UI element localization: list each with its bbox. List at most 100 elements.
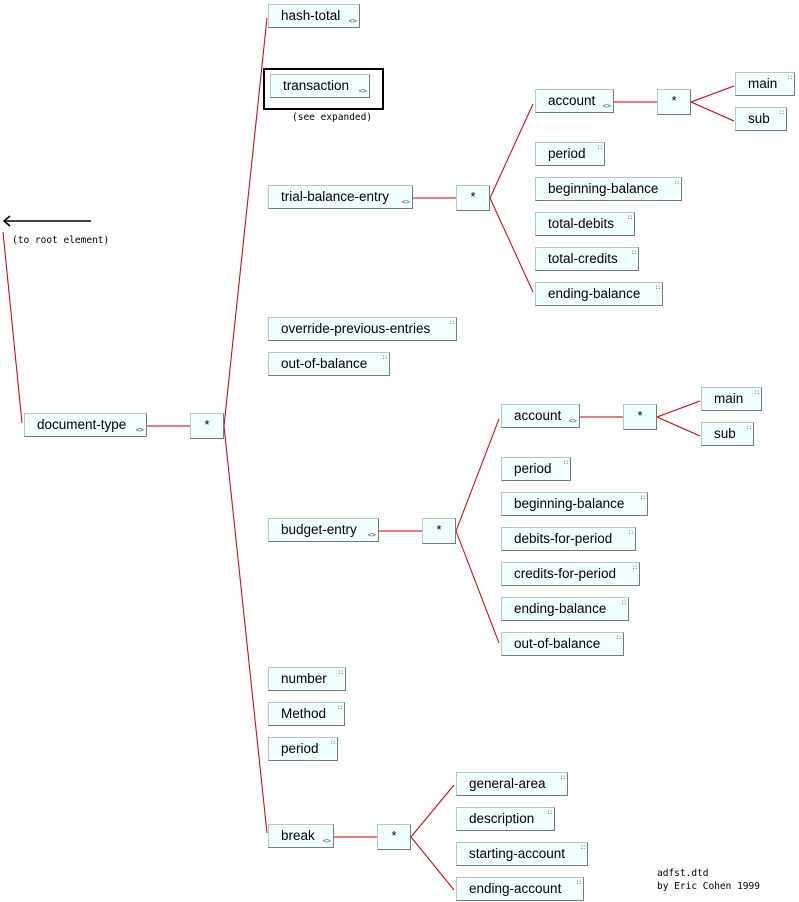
expand-arrows-icon: <> (322, 837, 331, 845)
node-tb-period[interactable]: period :: (535, 142, 605, 166)
node-bu-sub[interactable]: sub :: (701, 422, 754, 446)
node-label: transaction (283, 78, 350, 93)
node-label: out-of-balance (514, 636, 601, 651)
node-bu-credits-for-period[interactable]: credits-for-period :: (501, 562, 640, 586)
expand-arrows-icon: <> (401, 198, 410, 206)
text-grid-icon: :: (546, 809, 553, 816)
choice-star-trial-balance: * (456, 185, 490, 211)
node-tb-beginning-balance[interactable]: beginning-balance :: (535, 177, 682, 201)
expand-arrows-icon: <> (568, 417, 577, 425)
node-hash-total[interactable]: hash-total <> (268, 4, 360, 28)
node-bu-out-of-balance[interactable]: out-of-balance :: (501, 632, 624, 656)
node-label: out-of-balance (281, 356, 368, 371)
node-label: starting-account (469, 846, 566, 861)
text-grid-icon: :: (631, 564, 638, 571)
node-label: description (469, 811, 535, 826)
node-br-general-area[interactable]: general-area :: (456, 772, 568, 796)
choice-star-main: * (190, 413, 224, 439)
text-grid-icon: :: (615, 634, 622, 641)
node-label: Method (281, 706, 327, 721)
node-label: period (548, 146, 586, 161)
node-label: ending-balance (548, 286, 641, 301)
credit-author: by Eric Cohen 1999 (657, 881, 760, 892)
text-grid-icon: :: (329, 739, 336, 746)
node-break[interactable]: break <> (268, 824, 334, 848)
node-trial-balance-entry[interactable]: trial-balance-entry <> (268, 185, 413, 209)
node-out-of-balance[interactable]: out-of-balance :: (268, 352, 390, 376)
node-label: hash-total (281, 8, 341, 23)
node-budget-entry[interactable]: budget-entry <> (268, 518, 379, 542)
text-grid-icon: :: (673, 179, 680, 186)
node-bu-beginning-balance[interactable]: beginning-balance :: (501, 492, 648, 516)
expand-arrows-icon: <> (367, 531, 376, 539)
text-grid-icon: :: (786, 74, 793, 81)
expand-arrows-icon: <> (135, 426, 144, 434)
text-grid-icon: :: (575, 879, 582, 886)
see-expanded-note: (see expanded) (292, 112, 373, 123)
text-grid-icon: :: (745, 424, 752, 431)
text-grid-icon: :: (753, 389, 760, 396)
node-bu-ending-balance[interactable]: ending-balance :: (501, 597, 629, 621)
text-grid-icon: :: (596, 144, 603, 151)
node-tb-account[interactable]: account <> (535, 89, 614, 113)
node-tb-main[interactable]: main :: (735, 72, 795, 96)
node-tb-total-debits[interactable]: total-debits :: (535, 212, 635, 236)
text-grid-icon: :: (627, 529, 634, 536)
text-grid-icon: :: (336, 704, 343, 711)
node-label: period (281, 741, 319, 756)
node-label: beginning-balance (548, 181, 659, 196)
node-bu-period[interactable]: period :: (501, 457, 571, 481)
expand-arrows-icon: <> (602, 102, 611, 110)
text-grid-icon: :: (337, 669, 344, 676)
node-transaction[interactable]: transaction <> (270, 74, 370, 98)
node-br-ending-account[interactable]: ending-account :: (456, 877, 584, 901)
node-bu-debits-for-period[interactable]: debits-for-period :: (501, 527, 636, 551)
expand-arrows-icon: <> (358, 87, 367, 95)
node-override-previous-entries[interactable]: override-previous-entries :: (268, 317, 457, 341)
text-grid-icon: :: (654, 284, 661, 291)
node-label: account (548, 93, 596, 108)
node-br-starting-account[interactable]: starting-account :: (456, 842, 588, 866)
node-br-description[interactable]: description :: (456, 807, 555, 831)
node-label: trial-balance-entry (281, 189, 390, 204)
node-label: beginning-balance (514, 496, 625, 511)
text-grid-icon: :: (778, 109, 785, 116)
choice-star-budget: * (422, 518, 456, 544)
text-grid-icon: :: (562, 459, 569, 466)
text-grid-icon: :: (381, 354, 388, 361)
text-grid-icon: :: (639, 494, 646, 501)
node-label: total-debits (548, 216, 615, 231)
node-label: break (281, 828, 315, 843)
node-bu-main[interactable]: main :: (701, 387, 762, 411)
expand-arrows-icon: <> (348, 17, 357, 25)
node-label: ending-account (469, 881, 562, 896)
node-number[interactable]: number :: (268, 667, 346, 691)
choice-star-tb-account: * (657, 89, 691, 115)
node-label: total-credits (548, 251, 618, 266)
node-tb-ending-balance[interactable]: ending-balance :: (535, 282, 663, 306)
node-period[interactable]: period :: (268, 737, 338, 761)
text-grid-icon: :: (559, 774, 566, 781)
node-label: main (748, 76, 778, 91)
choice-star-break: * (377, 824, 411, 850)
node-document-type[interactable]: document-type <> (24, 413, 147, 437)
node-bu-account[interactable]: account <> (501, 404, 580, 428)
node-label: override-previous-entries (281, 321, 431, 336)
node-label: account (514, 408, 562, 423)
node-label: sub (748, 111, 770, 126)
text-grid-icon: :: (626, 214, 633, 221)
text-grid-icon: :: (448, 319, 455, 326)
node-tb-sub[interactable]: sub :: (735, 107, 787, 131)
node-label: main (714, 391, 744, 406)
text-grid-icon: :: (620, 599, 627, 606)
node-label: debits-for-period (514, 531, 613, 546)
node-method[interactable]: Method :: (268, 702, 345, 726)
text-grid-icon: :: (630, 249, 637, 256)
choice-star-bu-account: * (623, 404, 657, 430)
text-grid-icon: :: (579, 844, 586, 851)
node-label: ending-balance (514, 601, 607, 616)
node-label: sub (714, 426, 736, 441)
node-tb-total-credits[interactable]: total-credits :: (535, 247, 639, 271)
node-label: period (514, 461, 552, 476)
